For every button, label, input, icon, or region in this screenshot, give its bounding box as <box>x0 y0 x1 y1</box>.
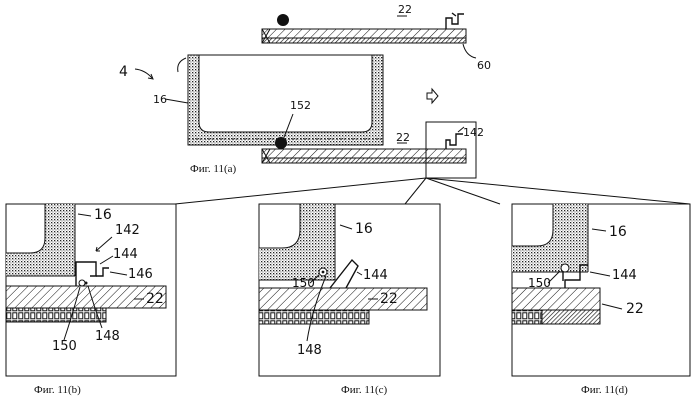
label-150-c: 150 <box>292 276 315 290</box>
pin-150-d <box>561 264 569 272</box>
figure-11d: 16 150 144 22 Фиг. 11(d) <box>512 204 690 396</box>
top-panel-22 <box>262 29 466 43</box>
label-16-d: 16 <box>609 224 627 240</box>
label-150-d: 150 <box>528 276 551 290</box>
projection-lines <box>175 178 690 204</box>
figure-11c: 16 150 144 22 148 Фиг. 11(c) <box>259 204 440 396</box>
lower-clip-142 <box>446 134 463 149</box>
lower-bead-152 <box>275 137 287 149</box>
label-22-d: 22 <box>626 301 644 317</box>
label-150-b: 150 <box>52 339 77 354</box>
movement-arrow <box>427 89 438 103</box>
label-60: 60 <box>477 59 491 72</box>
label-4: 4 <box>119 64 128 80</box>
label-142-b: 142 <box>115 223 140 238</box>
label-144-b: 144 <box>113 247 138 262</box>
label-22-lower: 22 <box>396 131 410 144</box>
label-148-c: 148 <box>297 343 322 358</box>
figure-11a: 22 60 4 16 152 22 142 <box>119 3 491 178</box>
label-144-d: 144 <box>612 268 637 283</box>
figure-11b: 16 142 144 146 22 150 148 Фиг. 11(b) <box>6 204 176 396</box>
lower-panel-22 <box>262 149 466 163</box>
label-144-c: 144 <box>363 268 388 283</box>
caption-fig-b: Фиг. 11(b) <box>34 384 81 396</box>
top-bead <box>277 14 289 26</box>
label-22-top: 22 <box>398 3 412 16</box>
label-142-main: 142 <box>463 126 484 139</box>
label-22-c: 22 <box>380 291 398 307</box>
caption-fig-c: Фиг. 11(c) <box>341 384 387 396</box>
top-clip-profile <box>446 13 464 29</box>
label-22-b: 22 <box>146 291 164 307</box>
tub-16 <box>188 55 383 145</box>
pin-150-b <box>79 280 85 286</box>
label-16-c: 16 <box>355 221 373 237</box>
ref-4-arrow <box>135 69 152 78</box>
label-16-main: 16 <box>153 93 167 106</box>
label-146-b: 146 <box>128 267 153 282</box>
caption-fig-a: Фиг. 11(a) <box>190 163 236 175</box>
caption-fig-d: Фиг. 11(d) <box>581 384 628 396</box>
label-148-b: 148 <box>95 329 120 344</box>
label-16-b: 16 <box>94 207 112 223</box>
label-152: 152 <box>290 99 311 112</box>
